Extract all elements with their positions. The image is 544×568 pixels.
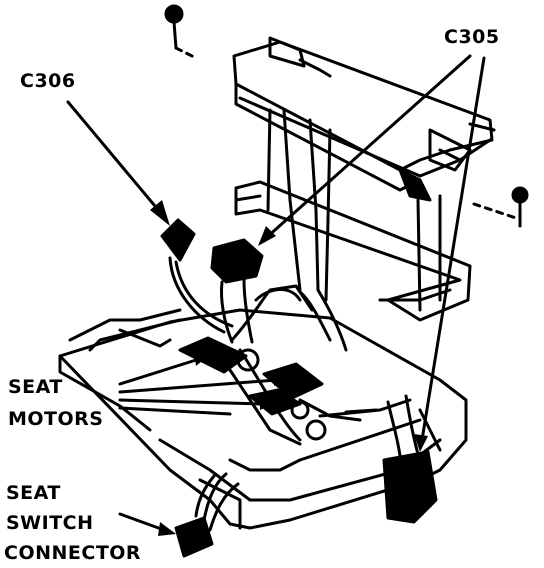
c305-label: C305 [444,26,500,48]
seat-motor-2 [262,362,324,400]
seat-switch-connector [174,472,240,558]
c306-connector [160,218,234,334]
seat-adjuster-posts [266,108,442,312]
seat-switch-label-line3: CONNECTOR [4,542,142,564]
seat-motors-leader-arrows [118,352,288,416]
c305-connector-upper [210,238,264,344]
seat-motors-label-line2: MOTORS [8,408,104,430]
seat-motor-1 [178,336,248,374]
seat-switch-label-line1: SEAT [6,482,61,504]
seat-motors-label-line1: SEAT [8,376,63,398]
c305-connector-lower [382,394,442,524]
c305-leader-arrow-lower [414,56,486,452]
c305-leader-arrow-upper [258,54,472,246]
seat-cross-bar [234,180,472,322]
seat-adjuster-frame [232,36,496,202]
seat-switch-leader-arrow [118,512,176,536]
c306-leader-arrow [66,100,170,226]
bolt-top [164,4,198,60]
bolt-right [472,186,529,228]
seat-switch-label-line2: SWITCH [6,512,94,534]
seat-motor-drive [228,348,378,446]
c306-label: C306 [20,70,76,92]
